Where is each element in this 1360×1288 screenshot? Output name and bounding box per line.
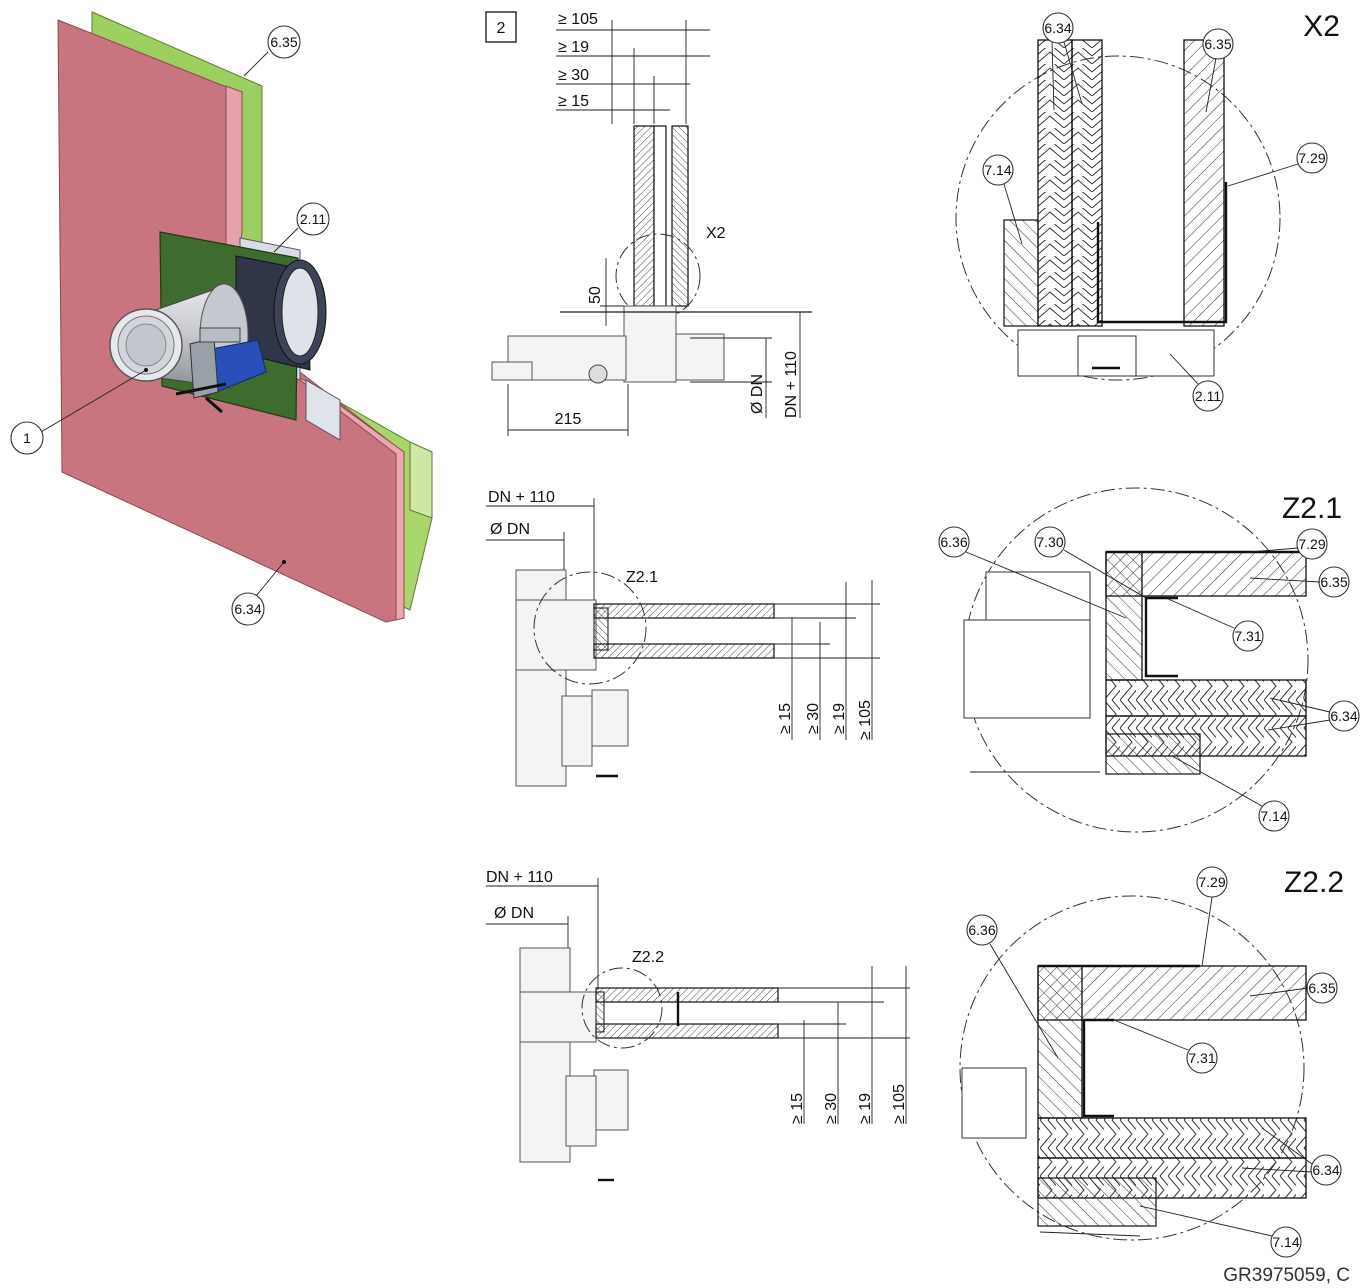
balloon-2-11-iso: 2.11 xyxy=(273,202,330,253)
balloon-6-35-z22: 6.35 xyxy=(1249,972,1338,1004)
balloon-6-34-iso: 6.34 xyxy=(231,560,286,626)
drawing-label: ≥ 19 xyxy=(857,1093,874,1124)
drawing-label: ≥ 30 xyxy=(558,67,589,84)
figure-number: 2 xyxy=(497,20,506,37)
drawing-label: 6.36 xyxy=(940,534,967,550)
balloon-6-35-x2: 6.35 xyxy=(1202,28,1234,113)
dim-stack-top: ≥ 105 ≥ 19 ≥ 30 ≥ 15 xyxy=(556,11,710,124)
drawing-label: 7.31 xyxy=(1234,628,1261,644)
drawing-label: ≥ 30 xyxy=(823,1093,840,1124)
balloon-7-30-z21: 7.30 xyxy=(1034,526,1147,599)
detail-title-z2-2: Z2.2 xyxy=(1284,866,1344,899)
section-bottom: DN + 110 Ø DN Z2.2 ≥ 15 ≥ 30 ≥ 19 ≥ 105 xyxy=(486,869,910,1182)
balloon-2-11-x2: 2.11 xyxy=(1169,353,1224,412)
drawing-label: ≥ 19 xyxy=(831,703,848,734)
drawing-label: Z2.1 xyxy=(626,569,658,586)
drawing-label: Ø DN xyxy=(494,905,534,922)
balloon-7-29-x2: 7.29 xyxy=(1227,142,1328,187)
drawing-label: ≥ 15 xyxy=(558,93,589,110)
drawing-label: 1 xyxy=(23,430,31,446)
balloon-6-36-z21: 6.36 xyxy=(938,526,1127,619)
drawing-code: GR3975059, C xyxy=(1223,1265,1350,1286)
drawing-label: 6.34 xyxy=(1312,1162,1339,1178)
section-top: 2 ≥ 105 ≥ 19 ≥ 30 ≥ 15 X2 50 xyxy=(485,11,812,436)
drawing-label: 50 xyxy=(587,286,604,304)
drawing-label: ≥ 15 xyxy=(777,703,794,734)
drawing-label: 6.36 xyxy=(968,922,995,938)
drawing-label: 7.31 xyxy=(1188,1050,1215,1066)
drawing-label: 6.34 xyxy=(1330,708,1357,724)
drawing-label: 7.14 xyxy=(1272,1234,1299,1250)
detail-x2: X2 6.34 6.35 7.14 7.29 xyxy=(955,10,1340,412)
drawing-label: ≥ 30 xyxy=(805,703,822,734)
drawing-label: 6.35 xyxy=(1204,36,1231,52)
drawing-label: 6.35 xyxy=(1308,980,1335,996)
drawing-label: 6.35 xyxy=(1320,574,1347,590)
drawing-label: ≥ 105 xyxy=(891,1084,908,1124)
isometric-view: 6.35 2.11 1 6.34 xyxy=(10,11,433,626)
balloon-7-31-z21: 7.31 xyxy=(1165,597,1264,652)
balloon-7-14-z22: 7.14 xyxy=(1139,1205,1302,1258)
drawing-label: 7.14 xyxy=(1260,808,1287,824)
detail-title-z2-1: Z2.1 xyxy=(1282,492,1342,525)
drawing-label: 7.30 xyxy=(1036,534,1063,550)
drawing-label: 6.34 xyxy=(234,601,261,617)
balloon-7-29-z21: 7.29 xyxy=(1249,528,1328,560)
drawing-label: 215 xyxy=(555,411,582,428)
balloon-7-29-z22: 7.29 xyxy=(1196,866,1228,967)
drawing-label: 2.11 xyxy=(300,211,326,227)
drawing-label: 7.29 xyxy=(1198,874,1225,890)
balloon-6-35-z21: 6.35 xyxy=(1249,566,1350,598)
detail-title-x2: X2 xyxy=(1303,10,1340,43)
balloon-1-iso: 1 xyxy=(10,368,148,455)
detail-label-x2: X2 xyxy=(706,225,726,242)
drawing-label: Z2.2 xyxy=(632,949,664,966)
section-mid: DN + 110 Ø DN Z2.1 ≥ 15 ≥ 30 ≥ 19 ≥ 105 xyxy=(486,489,880,787)
detail-z2-2: Z2.2 7.29 6.36 6.35 7.31 xyxy=(959,866,1344,1258)
balloon-6-34-x2: 6.34 xyxy=(1042,12,1083,111)
figure-number-box xyxy=(485,11,517,43)
drawing-label: ≥ 105 xyxy=(857,700,874,740)
balloon-6-34-z21: 6.34 xyxy=(1267,697,1360,732)
drawing-label: 6.34 xyxy=(1044,20,1071,36)
drawing-label: 2.11 xyxy=(1195,388,1221,404)
drawing-label: DN + 110 xyxy=(783,351,800,418)
drawing-label: ≥ 105 xyxy=(558,11,598,28)
detail-z2-1: Z2.1 6.36 7.30 7.29 6.35 xyxy=(938,487,1360,833)
drawing-label: DN + 110 xyxy=(486,869,553,886)
balloon-7-31-z22: 7.31 xyxy=(1113,1019,1218,1074)
balloon-6-35-iso: 6.35 xyxy=(243,25,301,77)
balloon-label: 6.35 xyxy=(270,34,297,50)
drawing-label: ≥ 15 xyxy=(789,1093,806,1124)
drawing-label: Ø DN xyxy=(490,521,530,538)
balloon-7-14-x2: 7.14 xyxy=(982,154,1023,245)
drawing-label: Ø DN xyxy=(749,374,766,414)
drawing-label: ≥ 19 xyxy=(558,39,589,56)
drawing-label: 7.29 xyxy=(1298,536,1325,552)
balloon-6-36-z22: 6.36 xyxy=(966,914,1059,1059)
drawing-label: DN + 110 xyxy=(488,489,555,506)
drawing-label: 7.14 xyxy=(984,162,1011,178)
drawing-label: 7.29 xyxy=(1298,150,1325,166)
balloon-6-34-z22: 6.34 xyxy=(1241,1127,1342,1186)
balloon-7-14-z21: 7.14 xyxy=(1171,755,1290,832)
